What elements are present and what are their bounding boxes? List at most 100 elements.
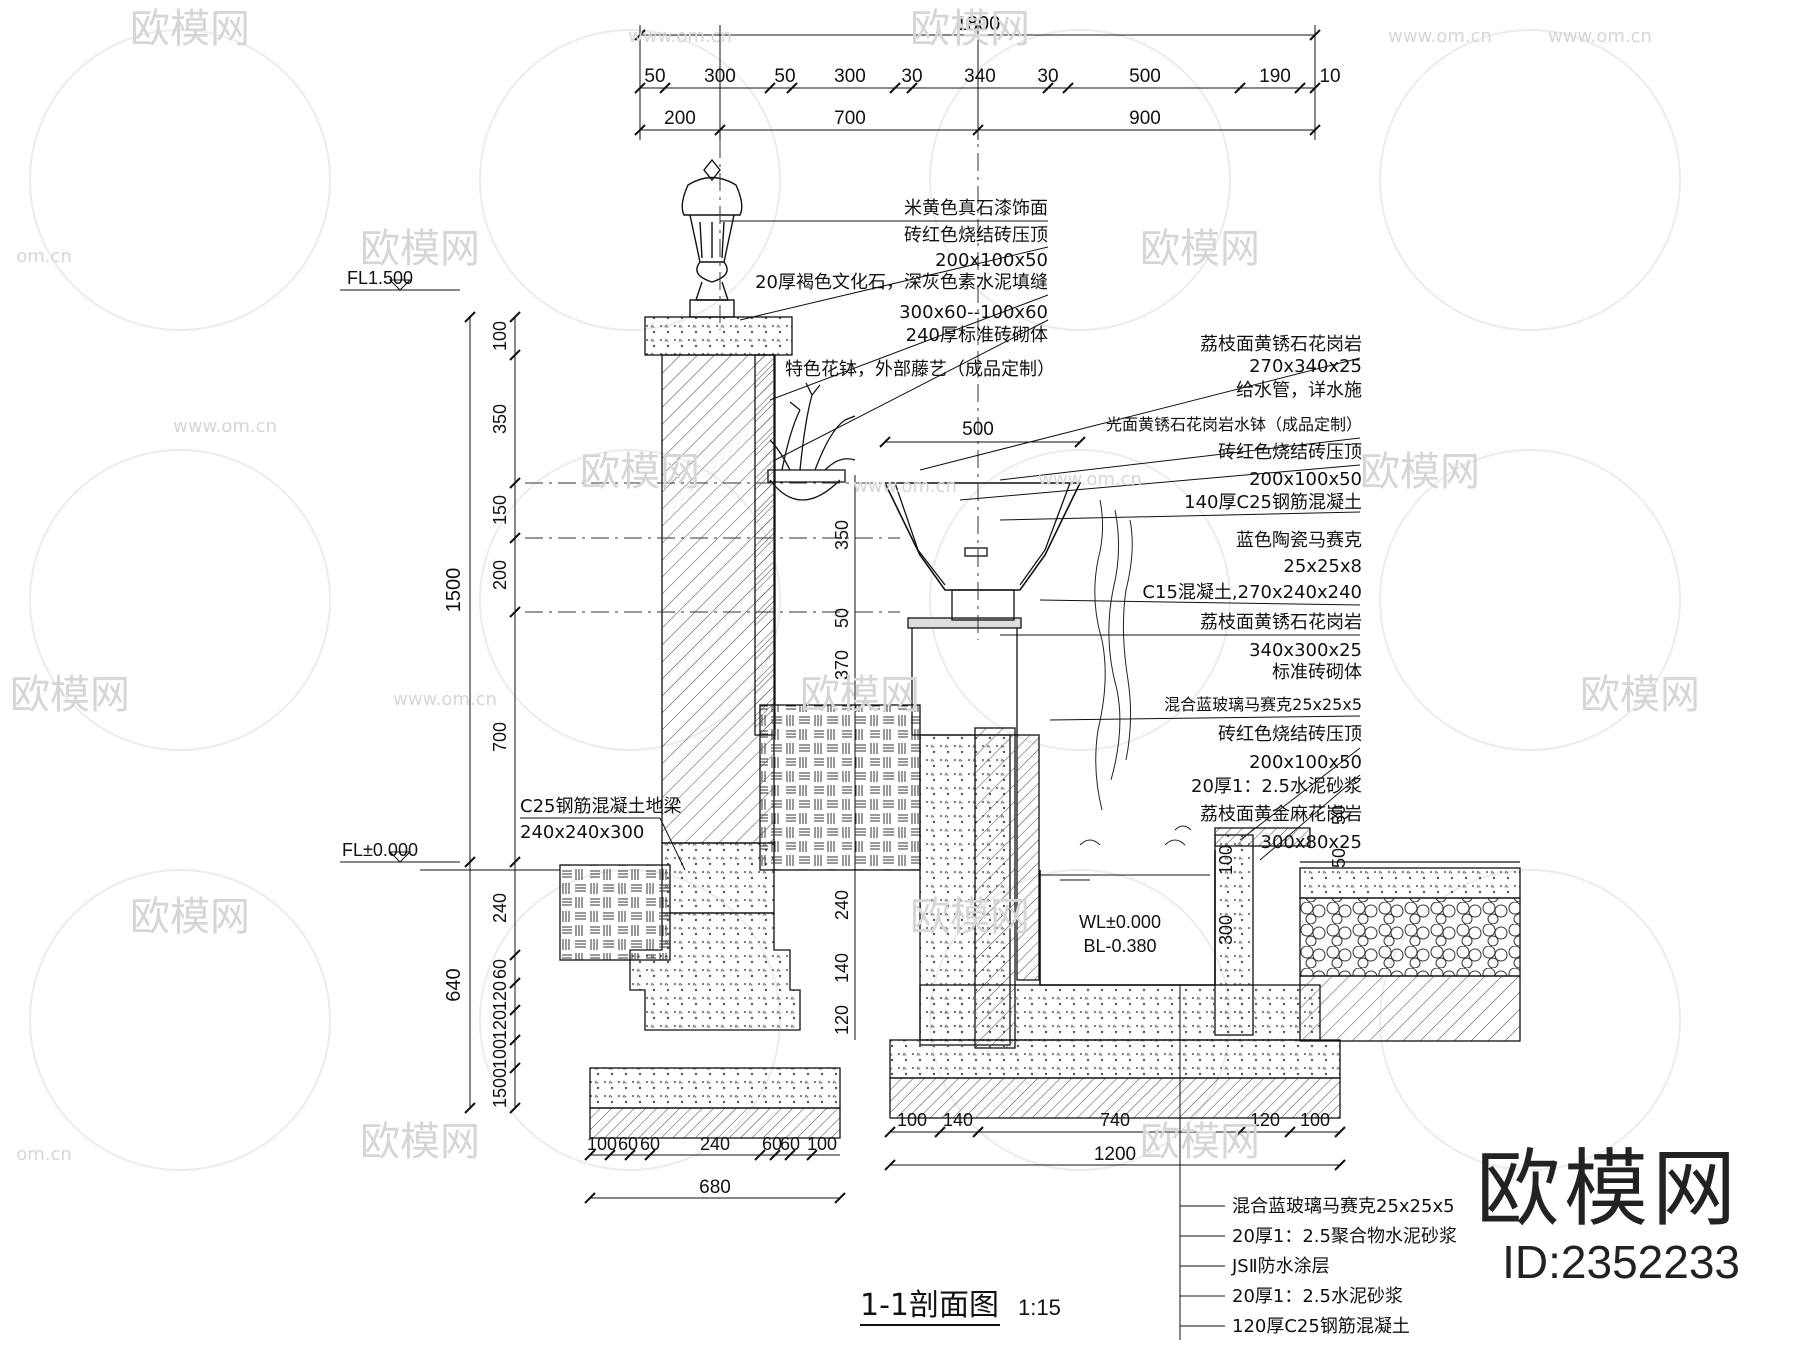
- note-upper-1: 砖红色烧结砖压顶: [904, 225, 1048, 246]
- dim-left-3: 200: [490, 560, 510, 590]
- watermark-url-4: www.om.cn: [1038, 469, 1142, 490]
- watermark-brand-8: 欧模网: [1580, 672, 1700, 718]
- dim-tick: [972, 1126, 984, 1138]
- dim-tick: [509, 532, 521, 544]
- dim-row2-1: 700: [834, 108, 866, 129]
- watermark-brand-6: 欧模网: [10, 672, 130, 718]
- dim-tick: [604, 1149, 616, 1161]
- note-bottom-4: 120厚C25钢筋混凝土: [1232, 1316, 1410, 1337]
- dim-inner-4: 240: [832, 890, 852, 920]
- dim-tick: [509, 606, 521, 618]
- dim-tick: [509, 1034, 521, 1046]
- scale-text: 1:15: [1018, 1295, 1061, 1320]
- dim-left-5: 240: [490, 893, 510, 923]
- water-level: WL±0.000: [1079, 912, 1161, 932]
- dim-bl-3: 240: [700, 1134, 730, 1154]
- dim-row1-1: 300: [704, 66, 736, 87]
- note-right-5: 200x100x50: [1249, 469, 1362, 490]
- dim-tick: [906, 82, 918, 94]
- dim-bl-4: 60: [762, 1134, 782, 1154]
- note-bottom-0: 混合蓝玻璃马赛克25x25x5: [1232, 1196, 1455, 1217]
- dim-inner-5: 140: [832, 953, 852, 983]
- dim-left-1: 350: [490, 404, 510, 434]
- dim-tick: [624, 1149, 636, 1161]
- note-beam-0: C25钢筋混凝土地梁: [520, 796, 681, 817]
- leader-right-1: [999, 437, 1361, 481]
- elev-label-0: FL1.500: [347, 268, 413, 288]
- dim-tick: [584, 1192, 596, 1204]
- leader-right-3: [999, 511, 1361, 521]
- dim-inner-7: 100: [1216, 845, 1236, 875]
- dim-tick: [509, 949, 521, 961]
- dim-row2-0: 200: [664, 108, 696, 129]
- note-right-1: 270x340x25: [1249, 356, 1362, 377]
- annotation-notes: 米黄色真石漆饰面砖红色烧结砖压顶200x100x5020厚褐色文化石，深灰色素水…: [520, 198, 1457, 1337]
- dim-tick: [884, 1159, 896, 1171]
- dim-tick: [1334, 1159, 1346, 1171]
- note-upper-2: 200x100x50: [935, 250, 1048, 271]
- note-right-16: 20厚1：2.5水泥砂浆: [1191, 776, 1362, 797]
- note-right-10: 荔枝面黄锈石花岗岩: [1200, 612, 1362, 633]
- dim-left-7: 120: [490, 981, 510, 1011]
- watermark-url-short-0: om.cn: [16, 246, 72, 267]
- dim-tick: [509, 349, 521, 361]
- note-right-15: 200x100x50: [1249, 752, 1362, 773]
- dim-tick: [784, 1149, 796, 1161]
- dim-tick: [509, 1102, 521, 1114]
- dim-tick: [509, 1004, 521, 1016]
- dim-br-0: 100: [897, 1110, 927, 1130]
- note-bottom-1: 20厚1：2.5聚合物水泥砂浆: [1232, 1226, 1457, 1247]
- dim-row1-5: 340: [964, 66, 996, 87]
- dim-tick: [509, 977, 521, 989]
- watermark-brand-1: 欧模网: [910, 6, 1030, 52]
- dim-left-8: 120: [490, 1010, 510, 1040]
- dim-left-4: 700: [490, 722, 510, 752]
- dim-tick: [806, 1149, 818, 1161]
- lamp-icon: [681, 158, 743, 318]
- bottom-level: BL-0.380: [1083, 936, 1156, 956]
- dim-bl-6: 100: [807, 1134, 837, 1154]
- dim-tick: [659, 82, 671, 94]
- elev-triangle: [388, 279, 412, 291]
- watermark-url-6: www.om.cn: [1548, 26, 1652, 47]
- brand-block: 欧模网 ID:2352233: [1476, 1147, 1740, 1289]
- dim-br-3: 120: [1250, 1110, 1280, 1130]
- elev-label-1: FL±0.000: [342, 840, 418, 860]
- dim-br-1200: 1200: [1094, 1144, 1136, 1165]
- dim-bl-1: 60: [618, 1134, 638, 1154]
- watermark-brand-11: 欧模网: [360, 1119, 480, 1165]
- brand-name: 欧模网: [1475, 1140, 1740, 1238]
- dim-tick: [1234, 1126, 1246, 1138]
- dim-tick: [769, 1149, 781, 1161]
- dim-row2-2: 900: [1129, 108, 1161, 129]
- note-right-3: 光面黄锈石花岗岩水钵（成品定制）: [1106, 415, 1362, 434]
- dim-br-4: 100: [1300, 1110, 1330, 1130]
- dim-tick: [764, 82, 776, 94]
- planter-icon: [767, 382, 856, 501]
- note-right-18: 300x80x25: [1261, 832, 1362, 853]
- dim-tick: [1284, 1126, 1296, 1138]
- note-upper-5: 240厚标准砖砌体: [906, 325, 1048, 346]
- dim-left-2: 150: [490, 495, 510, 525]
- note-bottom-2: JSⅡ防水涂层: [1231, 1256, 1330, 1277]
- dim-bl-5: 60: [780, 1134, 800, 1154]
- center-lines: [525, 120, 979, 640]
- leader-right-7: [1239, 747, 1361, 841]
- dim-tick: [1334, 1126, 1346, 1138]
- note-right-14: 砖红色烧结砖压顶: [1218, 724, 1362, 745]
- dim-left-6: 60: [490, 959, 510, 979]
- dim-tick: [884, 1126, 896, 1138]
- dim-bl-680: 680: [699, 1177, 731, 1198]
- dim-bowl-500: 500: [962, 419, 994, 440]
- dim-tick: [644, 1149, 656, 1161]
- dimension-lines: [340, 25, 1346, 1204]
- note-right-8: 25x25x8: [1283, 556, 1362, 577]
- dim-row1-4: 30: [901, 66, 922, 87]
- dim-left-0: 100: [490, 321, 510, 351]
- dim-tick: [584, 1149, 596, 1161]
- dim-tick: [754, 1149, 766, 1161]
- watermark-url-0: www.om.cn: [628, 26, 732, 47]
- dim-tick: [509, 856, 521, 868]
- note-right-9: C15混凝土,270x240x240: [1142, 582, 1362, 603]
